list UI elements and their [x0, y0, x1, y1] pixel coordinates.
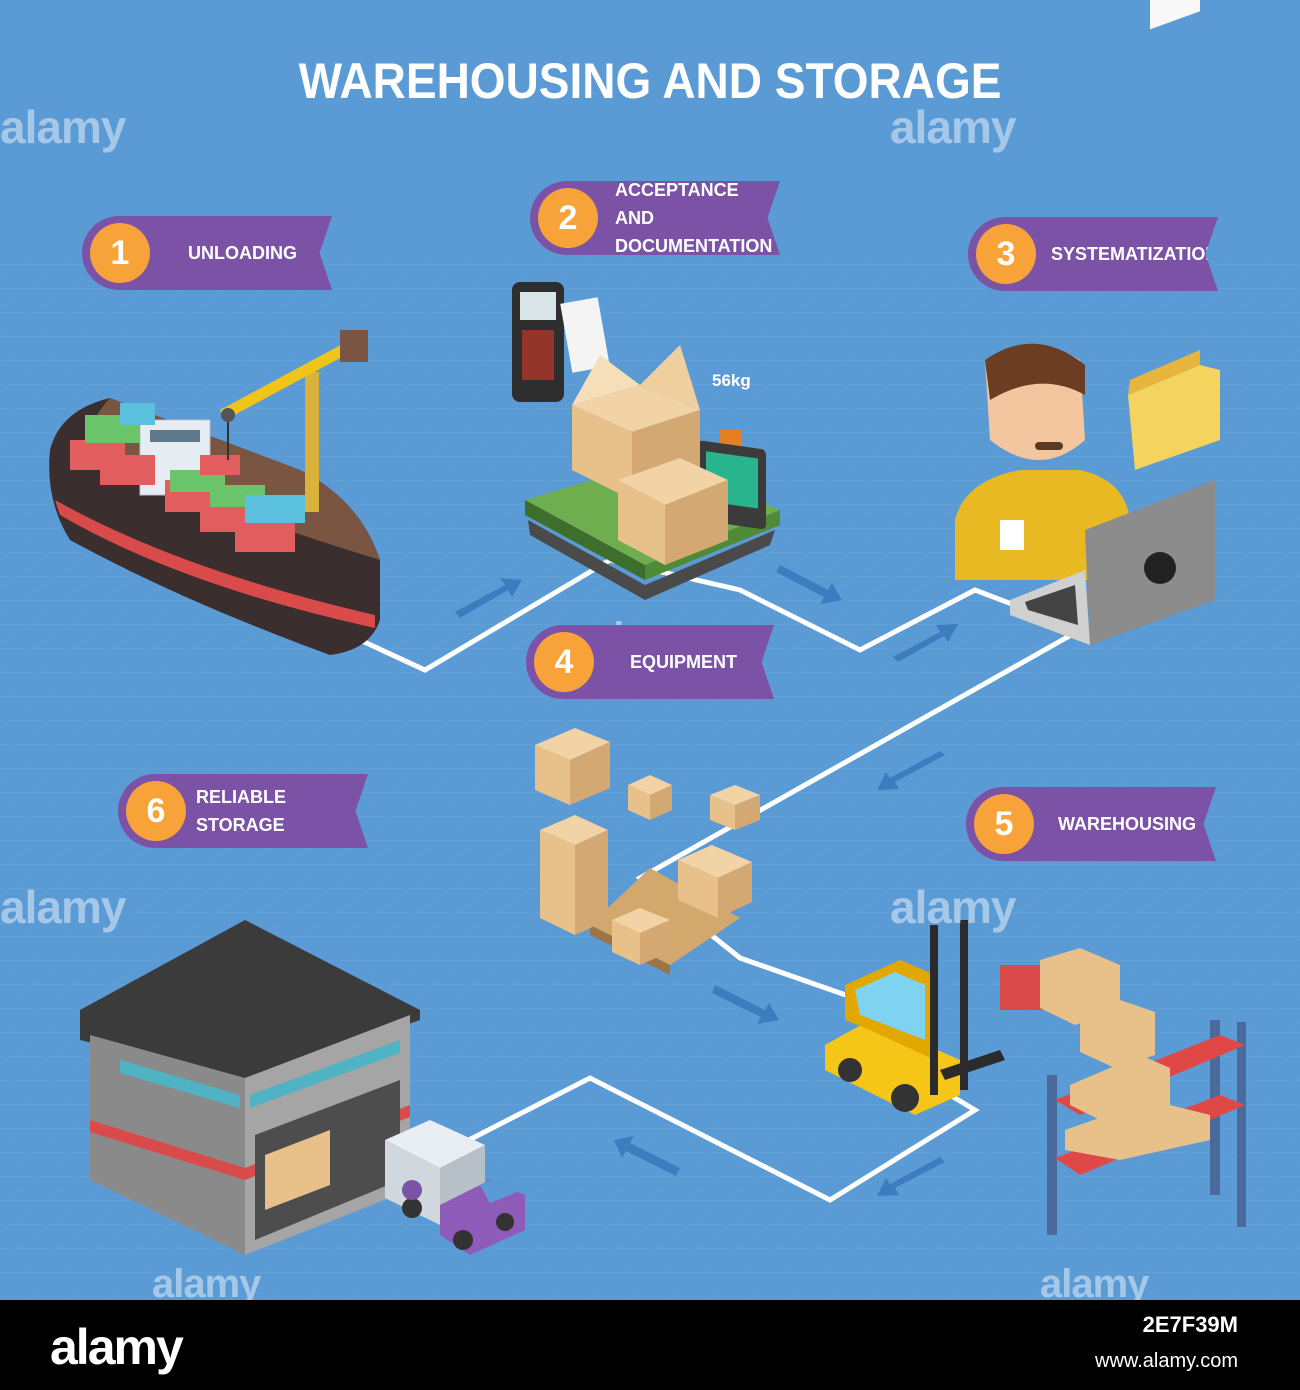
flow-arrow [776, 565, 842, 604]
flow-arrow [877, 1157, 945, 1196]
parcel-boxes [572, 345, 728, 565]
forklift-icon [825, 920, 1060, 1115]
footer-bar: alamy 2E7F39M www.alamy.com [0, 1300, 1300, 1390]
boxes-pallet-icon [535, 728, 760, 975]
watermark: alamy [152, 1262, 261, 1300]
step-number-badge: 3 [976, 224, 1036, 284]
watermark: alamy [0, 101, 126, 153]
delivery-truck-icon [385, 1120, 525, 1255]
step-number-badge: 2 [538, 188, 598, 248]
step-label-line: ACCEPTANCE AND [615, 180, 739, 228]
flow-arrow [877, 751, 945, 790]
watermark: alamy [890, 881, 1016, 933]
warehouse-building-icon [80, 920, 420, 1255]
flow-arrows [455, 565, 958, 1196]
step-2-banner: 2 ACCEPTANCE AND DOCUMENTATION [530, 181, 780, 255]
step-number-badge: 1 [90, 223, 150, 283]
step-6-banner: 6 RELIABLE STORAGE [118, 774, 368, 848]
image-id: 2E7F39M [1142, 1312, 1238, 1337]
step-label-line: DOCUMENTATION [615, 236, 773, 256]
step-number-badge: 5 [974, 794, 1034, 854]
step-label: RELIABLE STORAGE [196, 787, 286, 835]
flow-arrow [893, 624, 958, 662]
scale-readout: 56kg [712, 371, 751, 390]
cargo-ship-icon [49, 398, 381, 655]
watermark: alamy [890, 101, 1016, 153]
page-title: WAREHOUSING AND STORAGE [298, 53, 1002, 109]
laptop-icon [1010, 480, 1215, 645]
folder-icon [1128, 0, 1220, 470]
step-1-banner: 1 UNLOADING [82, 216, 332, 290]
step-4-banner: 4 EQUIPMENT [526, 625, 774, 699]
flow-arrow [614, 1136, 680, 1176]
footer-url: www.alamy.com [1095, 1350, 1238, 1372]
step-3-banner: 3 SYSTEMATIZATION [968, 217, 1218, 291]
step-5-banner: 5 WAREHOUSING [966, 787, 1216, 861]
step-label: SYSTEMATIZATION [1051, 244, 1219, 264]
step-label: WAREHOUSING [1058, 814, 1197, 834]
illustration-layer: 56kg [0, 0, 1300, 1300]
step-number-badge: 4 [534, 632, 594, 692]
containers [70, 403, 305, 552]
infographic-canvas: 56kg [0, 0, 1300, 1300]
flow-arrow [712, 985, 779, 1024]
watermark: alamy [1040, 1262, 1149, 1300]
step-number-badge: 6 [126, 781, 186, 841]
crane-icon [220, 330, 368, 512]
flow-arrow [455, 578, 522, 618]
footer-logo: alamy [50, 1319, 184, 1375]
step-label: UNLOADING [188, 243, 297, 263]
barcode-scanner-icon [512, 282, 610, 402]
watermark: alamy [0, 881, 126, 933]
step-label: ACCEPTANCE AND DOCUMENTATION [615, 180, 780, 256]
storage-rack-icon [1040, 948, 1246, 1235]
step-label: EQUIPMENT [630, 652, 738, 672]
